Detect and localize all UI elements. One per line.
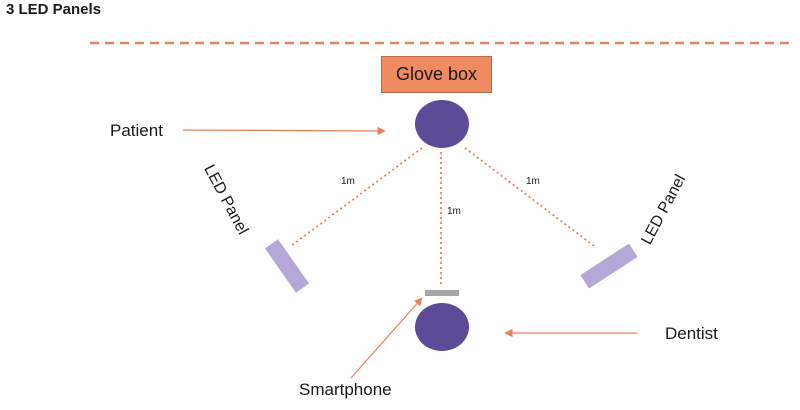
distance-label-right: 1m	[526, 176, 540, 187]
patient-arrow	[182, 126, 386, 136]
patient-label: Patient	[110, 121, 163, 140]
led-panel-right-shape	[580, 243, 638, 289]
distance-line-left	[290, 147, 423, 247]
glove-box-label: Glove box	[395, 64, 478, 84]
dentist-label: Dentist	[665, 324, 718, 343]
led-panel-left-shape	[264, 239, 310, 293]
smartphone-label: Smartphone	[299, 380, 392, 399]
diagram-title: 3 LED Panels	[6, 1, 102, 18]
distance-label-center: 1m	[447, 206, 461, 217]
distance-line-right	[464, 147, 595, 247]
smartphone-device	[425, 290, 459, 296]
glove-box: Glove box	[381, 56, 492, 93]
dentist-head	[415, 303, 469, 351]
patient-head	[415, 100, 469, 148]
smartphone-arrow	[350, 297, 423, 379]
distance-label-left: 1m	[341, 176, 355, 187]
